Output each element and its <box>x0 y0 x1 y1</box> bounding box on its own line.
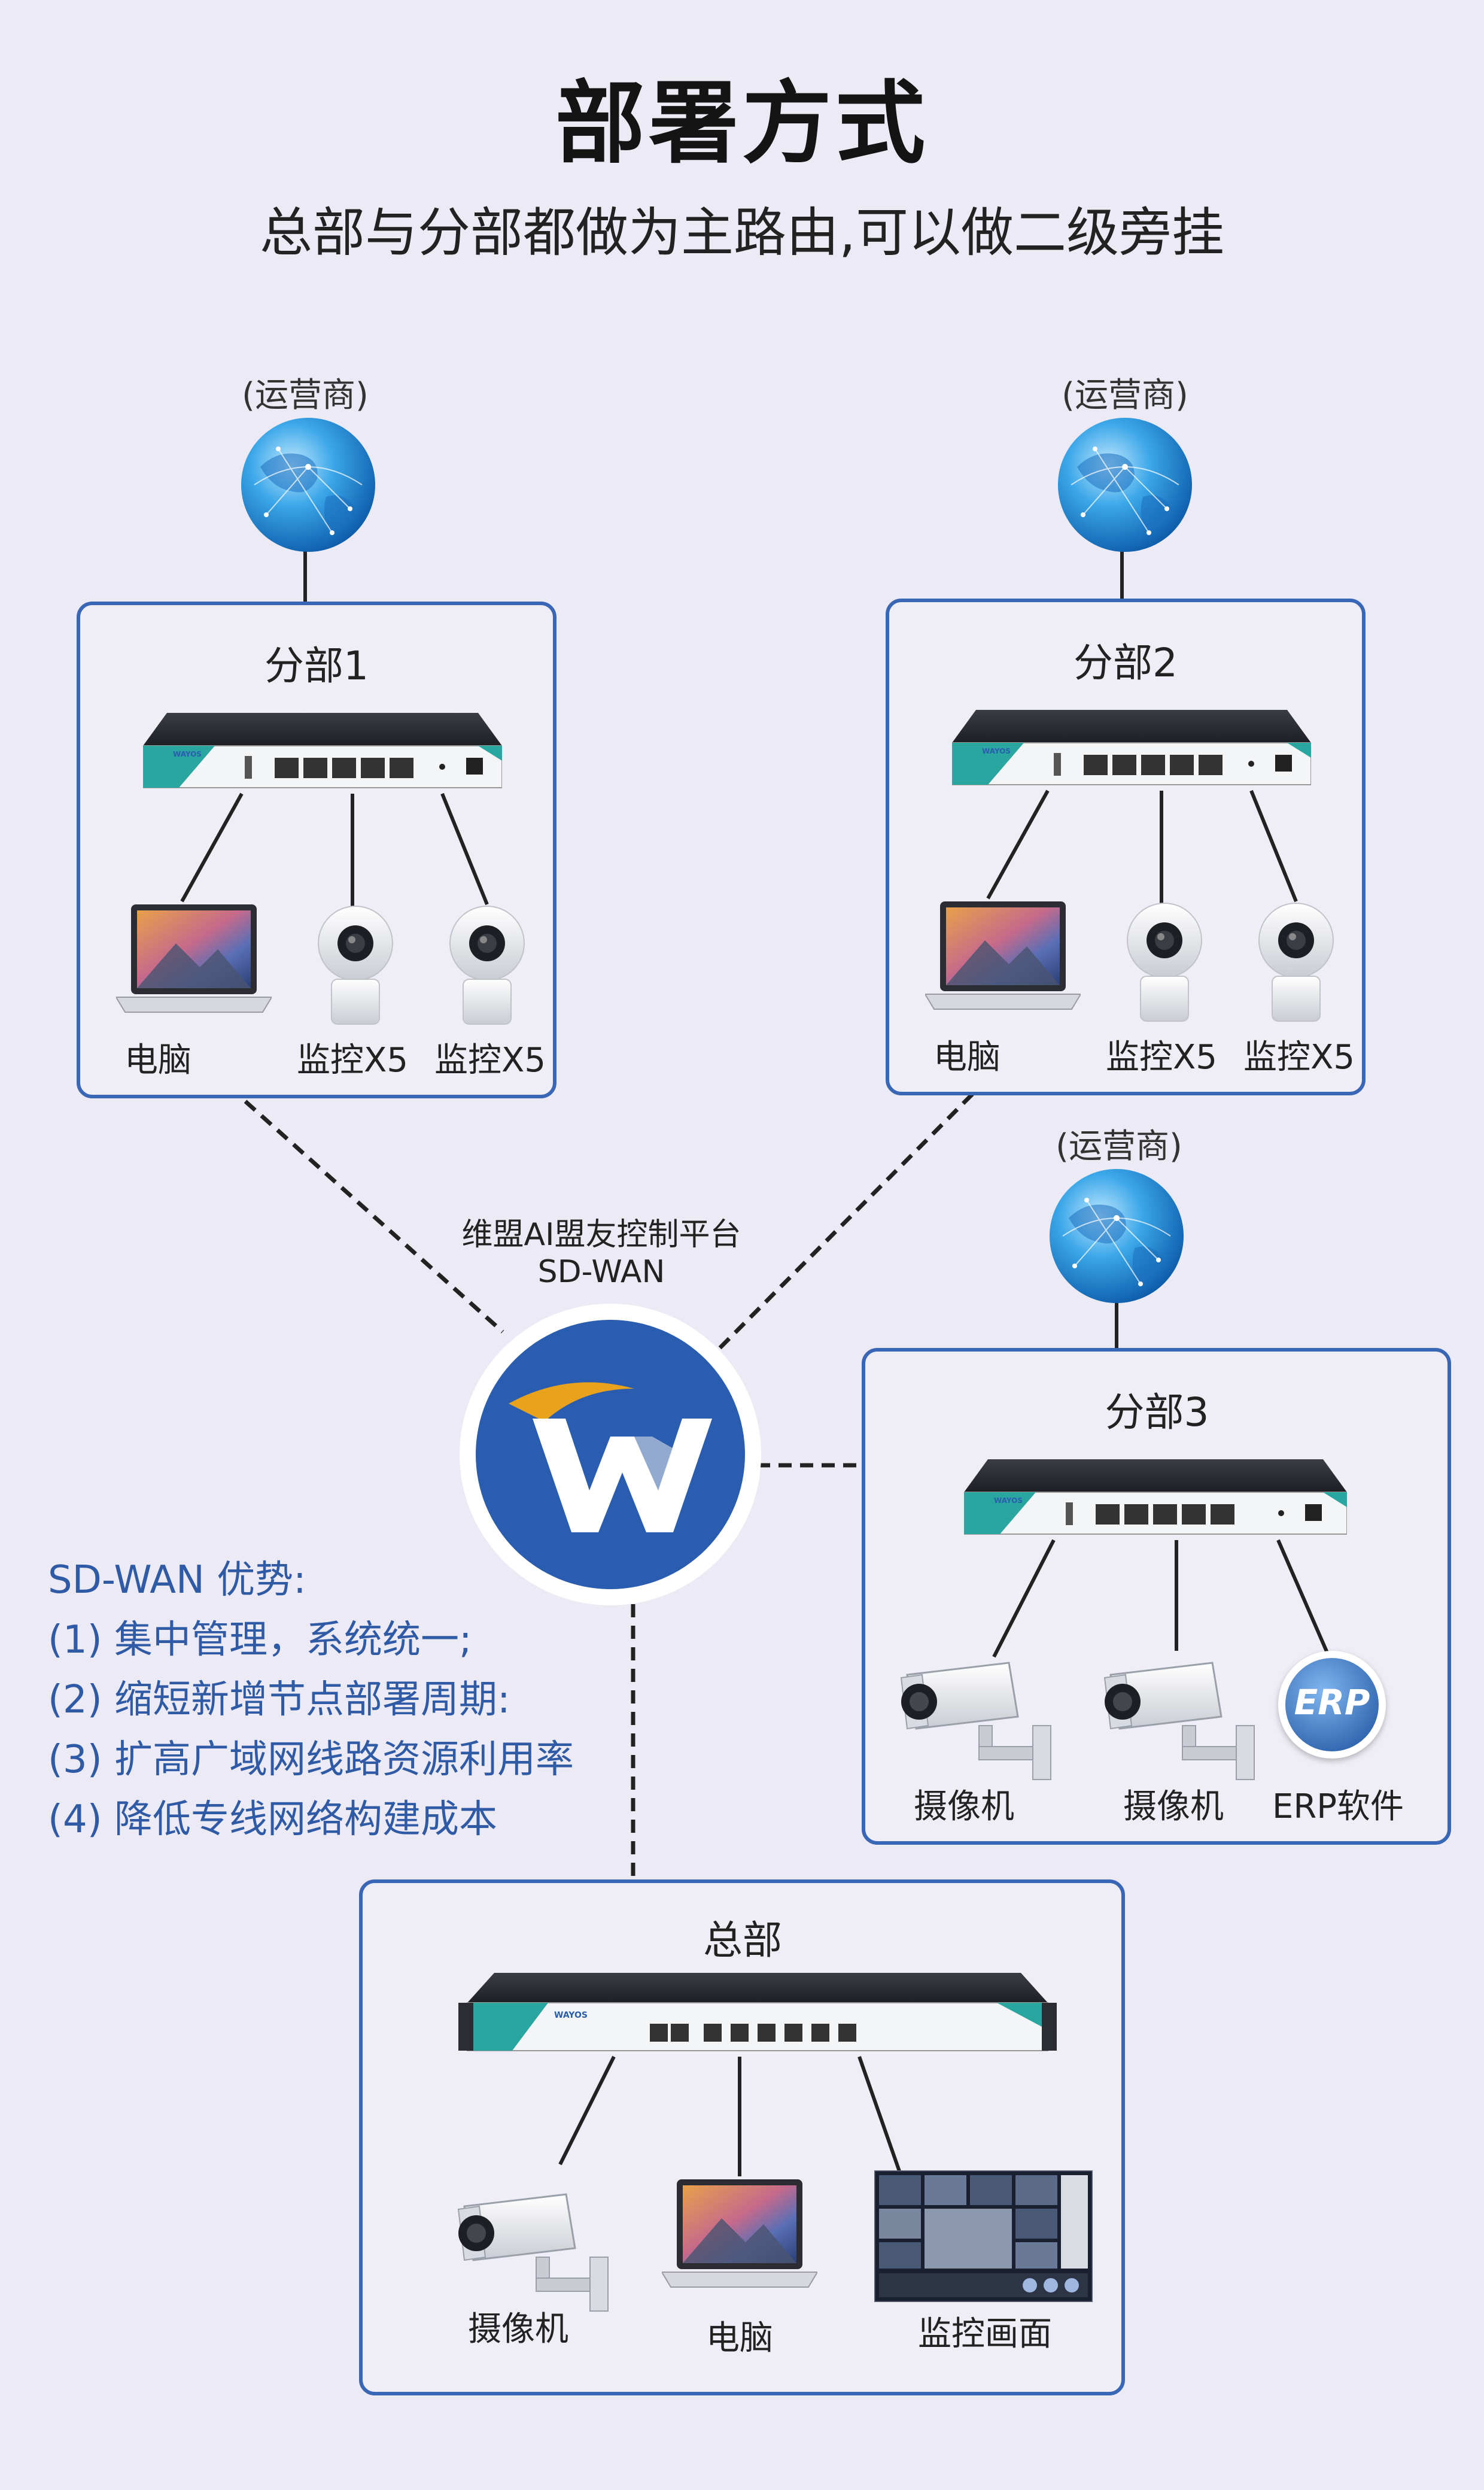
branch-2-device-2-label: 监控X5 <box>1106 1038 1217 1077</box>
rack-router-icon: WAYOS <box>458 1973 1057 2051</box>
globe-icon <box>1050 1169 1184 1303</box>
branch-1-links <box>180 792 489 916</box>
laptop-icon <box>662 2179 817 2288</box>
bullet-camera-icon <box>1103 1662 1255 1780</box>
globe-icon <box>1058 418 1192 552</box>
hq-box: 总部 WAYOS 摄像机 电脑 <box>359 1879 1125 2395</box>
branch-2-device-1-label: 电脑 <box>933 1038 1001 1077</box>
platform-name: 维盟AI盟友控制平台 <box>461 1217 741 1253</box>
hq-device-2-label: 电脑 <box>706 2319 773 2358</box>
router-icon: WAYOS <box>952 710 1311 785</box>
sdwan-link-branch1 <box>244 1100 504 1334</box>
branch-1-device-1-label: 电脑 <box>124 1041 191 1080</box>
erp-badge-text: ERP <box>1294 1682 1370 1723</box>
security-camera-icon <box>1127 903 1202 1022</box>
isp-label-1: (运营商) <box>242 376 369 415</box>
globe-icon <box>241 418 375 552</box>
branch-3-device-3-label: ERP软件 <box>1272 1787 1404 1826</box>
branch-3-device-1-label: 摄像机 <box>914 1787 1014 1826</box>
branch-1-box: 分部1 WAYOS 电脑 监控X5 监控X5 <box>77 602 556 1098</box>
advantage-item: (1) 集中管理，系统统一; <box>48 1618 472 1662</box>
wayos-logo-icon <box>460 1304 761 1605</box>
monitoring-screen-icon <box>874 2170 1093 2302</box>
advantage-item: (3) 扩高广域网线路资源利用率 <box>48 1738 574 1782</box>
branch-3-links <box>992 1539 1331 1658</box>
page-title: 部署方式 <box>555 72 929 176</box>
branch-1-device-2-label: 监控X5 <box>297 1041 408 1080</box>
router-brand: WAYOS <box>173 750 202 758</box>
bullet-camera-icon <box>457 2193 609 2312</box>
router-icon: WAYOS <box>143 713 502 788</box>
router-brand: WAYOS <box>554 2011 588 2020</box>
router-brand: WAYOS <box>982 747 1011 755</box>
branch-2-links <box>986 789 1298 913</box>
branch-3-box: 分部3 WAYOS 摄像机 摄像机 ERP ERP软件 <box>862 1348 1451 1845</box>
hq-device-3-label: 监控画面 <box>918 2315 1052 2354</box>
hq-device-1-label: 摄像机 <box>468 2310 568 2349</box>
advantages-heading: SD-WAN 优势: <box>48 1558 306 1602</box>
security-camera-icon <box>318 906 393 1025</box>
erp-icon: ERP <box>1278 1651 1386 1759</box>
security-camera-icon <box>449 906 525 1025</box>
branch-2-device-3-label: 监控X5 <box>1243 1038 1355 1077</box>
isp-label-3: (运营商) <box>1056 1127 1182 1166</box>
sdwan-link-branch2 <box>716 1092 974 1352</box>
isp-label-2: (运营商) <box>1062 376 1188 415</box>
branch-1-title: 分部1 <box>264 643 369 689</box>
router-brand: WAYOS <box>994 1496 1023 1505</box>
platform-subname: SD-WAN <box>537 1254 665 1290</box>
laptop-icon <box>925 901 1081 1010</box>
branch-3-device-2-label: 摄像机 <box>1123 1787 1224 1826</box>
advantage-item: (4) 降低专线网络构建成本 <box>48 1797 497 1842</box>
branch-2-box: 分部2 WAYOS 电脑 监控X5 监控X5 <box>886 599 1366 1095</box>
hq-links <box>558 2055 903 2177</box>
router-icon: WAYOS <box>964 1459 1347 1535</box>
branch-3-title: 分部3 <box>1105 1389 1209 1435</box>
laptop-icon <box>116 904 272 1013</box>
page-subtitle: 总部与分部都做为主路由,可以做二级旁挂 <box>260 202 1224 263</box>
hq-title: 总部 <box>703 1917 782 1963</box>
sdwan-advantages: SD-WAN 优势: (1) 集中管理，系统统一; (2) 缩短新增节点部署周期… <box>48 1550 574 1850</box>
branch-2-title: 分部2 <box>1074 640 1178 686</box>
security-camera-icon <box>1258 903 1334 1022</box>
branch-1-device-3-label: 监控X5 <box>434 1041 546 1080</box>
advantage-item: (2) 缩短新增节点部署周期: <box>48 1678 510 1722</box>
bullet-camera-icon <box>900 1662 1051 1780</box>
